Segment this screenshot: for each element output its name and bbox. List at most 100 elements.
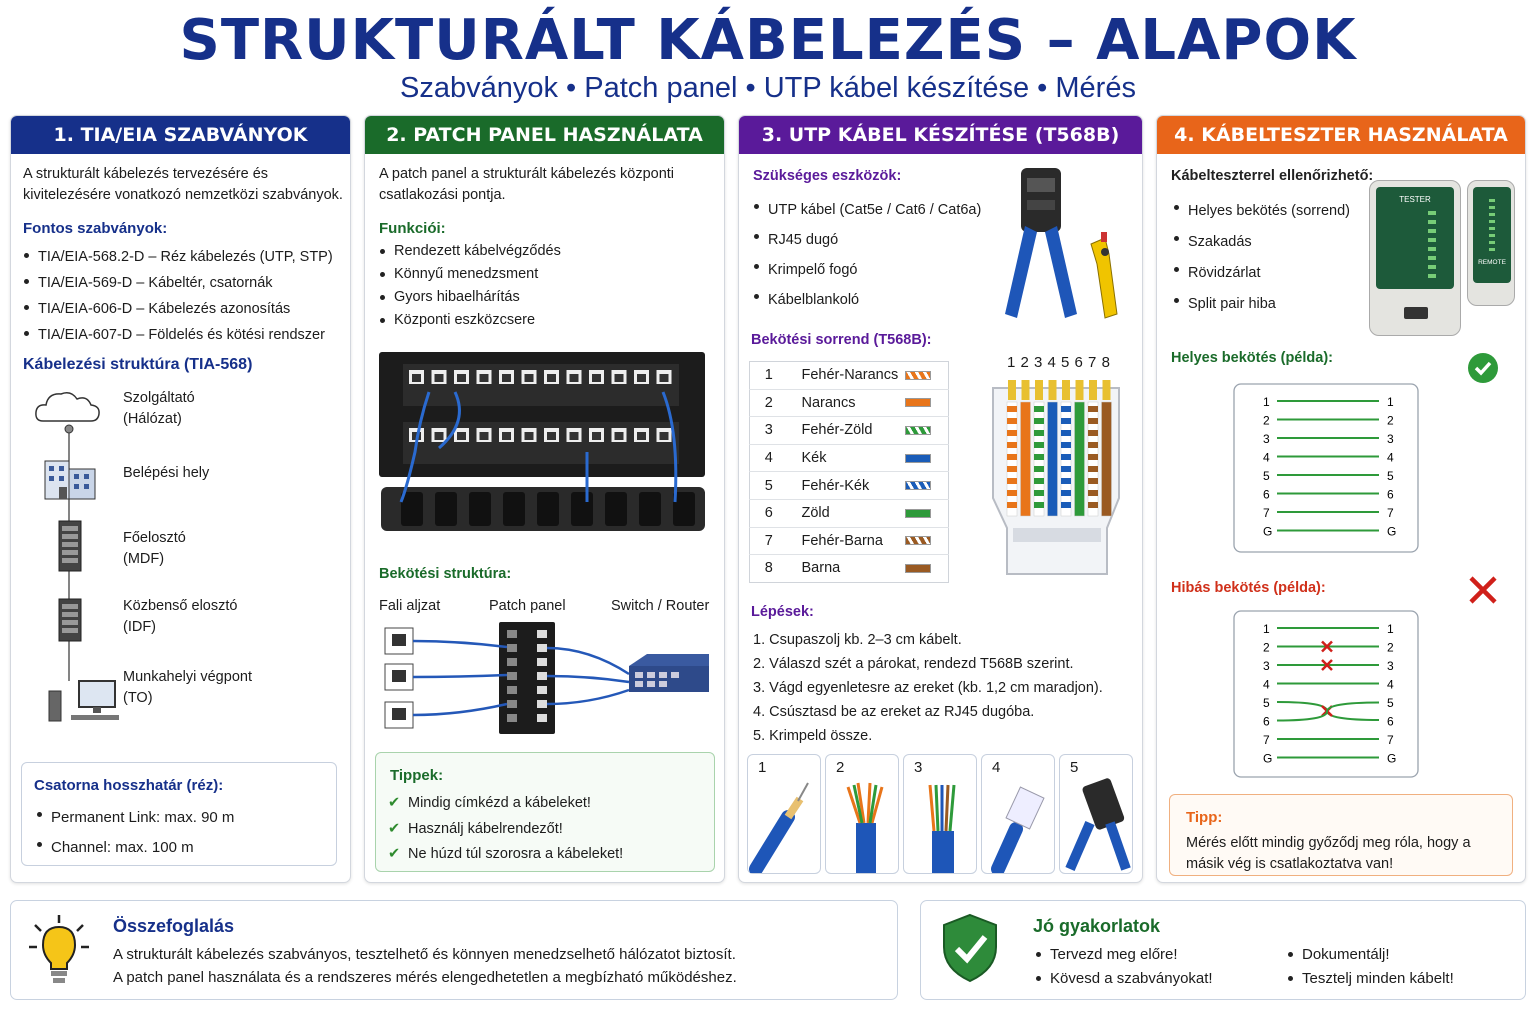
cloud-icon	[35, 392, 100, 434]
list-item: TIA/EIA-607-D – Földelés és kötési rends…	[23, 322, 348, 348]
wire-name: Narancs	[787, 388, 905, 417]
subheading: Tipp:	[1186, 809, 1223, 826]
subheading: Szükséges eszközök:	[753, 168, 902, 184]
wire-color	[904, 362, 949, 390]
subheading: Fontos szabványok:	[23, 220, 168, 237]
wire-name: Barna	[787, 554, 905, 583]
wire-color	[904, 526, 949, 555]
pin-label: 4	[1387, 451, 1394, 465]
wire-swatch	[904, 398, 931, 408]
pin-label: G	[1263, 752, 1272, 766]
wire-name: Fehér-Narancs	[801, 367, 899, 384]
subheading: Lépések:	[751, 604, 814, 620]
wire-color	[904, 443, 949, 472]
crimper-icon	[1005, 168, 1077, 318]
shield-check-icon	[943, 913, 997, 983]
column-label: Fali aljzat	[379, 598, 441, 614]
wire-number: 8	[749, 554, 788, 583]
card-header: 3. UTP KÁBEL KÉSZÍTÉSE (T568B)	[739, 116, 1142, 154]
wire-color	[904, 554, 949, 583]
step-panel: 2	[825, 754, 899, 874]
wire-name: Fehér-Kék	[787, 471, 905, 500]
pin-label: 4	[1263, 678, 1270, 692]
summary-line: A strukturált kábelezés szabványos, tesz…	[113, 946, 736, 963]
checks-list: Helyes bekötés (sorrend) Szakadás Rövidz…	[1173, 196, 1350, 320]
pin-label: 7	[1387, 506, 1394, 520]
limit-list: Permanent Link: max. 90 m Channel: max. …	[36, 803, 234, 863]
pin-label: 7	[1263, 733, 1270, 747]
list-item: 1. Csupaszolj kb. 2–3 cm kábelt.	[753, 632, 962, 648]
wire-swatch	[904, 453, 931, 463]
list-item: Rövidzárlat	[1173, 258, 1350, 289]
list-item: Permanent Link: max. 90 m	[36, 803, 234, 833]
rj45-connector-image	[992, 380, 1120, 575]
pin-label: 3	[1263, 659, 1270, 673]
wire-number: 7	[749, 526, 788, 555]
wire-swatch	[904, 481, 931, 491]
wire-name: Kék	[787, 443, 905, 472]
wire-swatch	[904, 425, 931, 435]
wire-name: Fehér-Zöld	[787, 416, 905, 445]
list-item: Channel: max. 100 m	[36, 833, 234, 863]
subheading: Tippek:	[390, 767, 444, 784]
wall-jack-icon	[384, 663, 414, 691]
tip-text: Mérés előtt mindig győződj meg róla, hog…	[1186, 835, 1471, 872]
pin-label: 2	[1387, 414, 1394, 428]
wall-jack-icon	[384, 701, 414, 729]
tester-label: REMOTE	[1478, 259, 1506, 266]
pin-label: 5	[1387, 696, 1394, 710]
switch-icon	[629, 654, 709, 692]
wire-name: Fehér-Barna	[787, 526, 905, 555]
list-item: UTP kábel (Cat5e / Cat6 / Cat6a)	[753, 195, 981, 225]
list-item: RJ45 dugó	[753, 225, 981, 255]
subheading: Funkciói:	[379, 220, 446, 237]
pin-label: 2	[1387, 641, 1394, 655]
cable-tester-image: TESTER REMOTE	[1367, 176, 1519, 340]
pin-label: 6	[1263, 715, 1270, 729]
tips-box: Tippek: Mindig címkézd a kábeleket! Hasz…	[375, 752, 715, 872]
list-item: TIA/EIA-606-D – Kábelezés azonosítás	[23, 296, 348, 322]
practices-list: Tervezd meg előre! Kövesd a szabványokat…	[1035, 943, 1213, 991]
card-header: 2. PATCH PANEL HASZNÁLATA	[365, 116, 724, 154]
pin-label: 2	[1263, 414, 1270, 428]
list-item: Krimpelő fogó	[753, 255, 981, 285]
tester-label: TESTER	[1399, 195, 1431, 204]
column-label: Switch / Router	[611, 598, 710, 614]
stripper-icon	[1090, 232, 1118, 319]
pin-label: 2	[1263, 641, 1270, 655]
list-item: Könnyű menedzsment	[379, 263, 561, 286]
list-item: Split pair hiba	[1173, 289, 1350, 320]
summary-box: Összefoglalás A strukturált kábelezés sz…	[10, 900, 898, 1000]
card-standards: 1. TIA/EIA SZABVÁNYOK A strukturált kábe…	[10, 115, 351, 883]
pin-label: G	[1387, 752, 1396, 766]
level-label: Szolgáltató(Hálózat)	[123, 390, 195, 427]
wire-name: Zöld	[787, 498, 905, 528]
server-rack-icon	[58, 520, 82, 572]
wire-color	[904, 498, 949, 528]
practices-box: Jó gyakorlatok Tervezd meg előre! Kövesd…	[920, 900, 1526, 1000]
server-rack-icon	[58, 598, 82, 642]
list-item: Használj kábelrendezőt!	[388, 817, 623, 843]
level-label: Munkahelyi végpont(TO)	[123, 669, 252, 706]
wire-number: 1	[764, 367, 773, 384]
wire-swatch	[904, 536, 931, 546]
list-item: Tervezd meg előre!	[1035, 943, 1213, 967]
wire-number: 6	[749, 498, 788, 528]
pin-label: 5	[1263, 696, 1270, 710]
list-item: Központi eszközcsere	[379, 309, 561, 332]
wire-color	[904, 388, 949, 417]
list-item: 3. Vágd egyenletesre az ereket (kb. 1,2 …	[753, 680, 1103, 696]
pin-label: 5	[1387, 469, 1394, 483]
pin-label: 3	[1387, 659, 1394, 673]
pin-label: 4	[1263, 451, 1270, 465]
pin-label: 1	[1387, 395, 1394, 409]
pin-label: 6	[1387, 715, 1394, 729]
subheading: Hibás bekötés (példa):	[1171, 580, 1326, 596]
wire-number: 2	[749, 388, 788, 417]
